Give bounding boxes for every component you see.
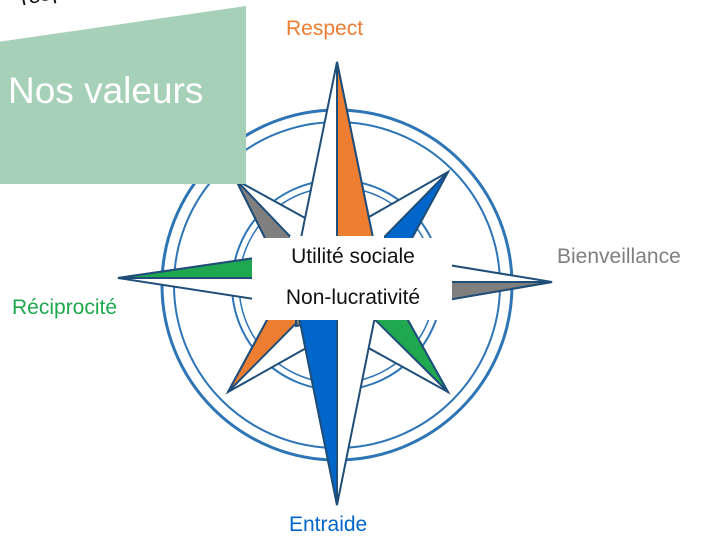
center-text-background [252,238,452,320]
center-line-1: Utilité sociale [291,245,415,268]
label-west: Réciprocité [12,296,118,319]
values-title: Nos valeurs [8,70,204,111]
label-north: Respect [286,17,364,40]
values-banner [0,6,246,184]
label-east: Bienveillance [557,245,681,268]
center-line-2: Non-lucrativité [285,286,421,309]
label-south: Entraide [289,513,368,536]
